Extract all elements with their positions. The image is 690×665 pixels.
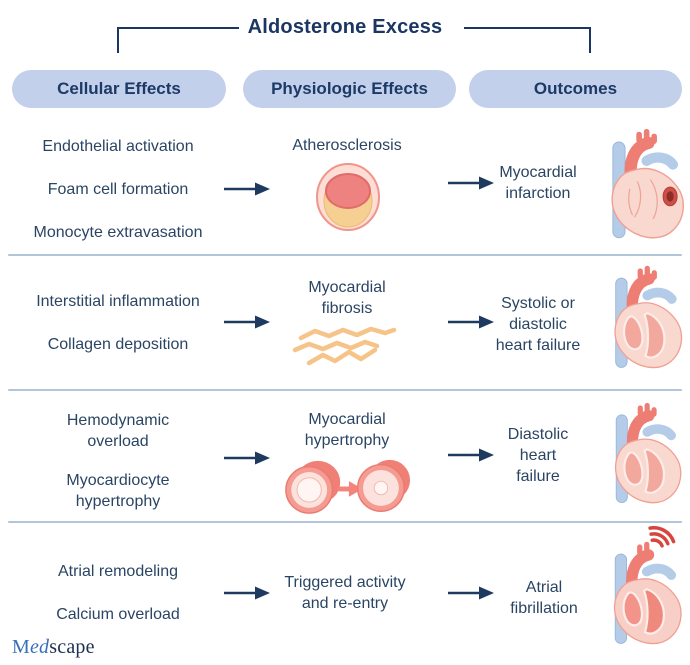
row-divider	[8, 389, 682, 391]
column-header-outcomes: Outcomes	[469, 70, 682, 108]
row-divider	[8, 521, 682, 523]
medscape-logo-scape: scape	[49, 636, 95, 658]
cellular-effect: Collagen deposition	[47, 336, 189, 353]
cellular-effect: Atrial remodeling	[57, 563, 179, 580]
row-divider	[8, 254, 682, 256]
right-arrow-icon	[224, 586, 270, 600]
vessel-hypertrophy-illustration	[285, 459, 411, 514]
cellular-effect: Myocardiocyte hypertrophy	[66, 472, 170, 510]
outcome-label: Myocardial infarction	[499, 164, 577, 202]
outcome-label: Systolic or diastolic heart failure	[495, 295, 581, 354]
outcome-label: Diastolic heart failure	[507, 426, 569, 485]
fibrosis-fibers-illustration	[292, 326, 397, 366]
title-bracket-right-line	[464, 27, 591, 29]
title-bracket-left-line	[117, 27, 239, 29]
physiologic-effect-label: Myocardial hypertrophy	[304, 411, 390, 449]
right-arrow-icon	[448, 448, 494, 462]
page-title: Aldosterone Excess	[247, 16, 443, 38]
physiologic-effect-label: Triggered activity and re-entry	[284, 574, 406, 612]
physiologic-effect-label: Myocardial fibrosis	[308, 279, 386, 317]
cellular-effect: Interstitial inflammation	[36, 293, 200, 310]
heart-cross-section-illustration	[614, 265, 683, 369]
medscape-logo: Medscape	[12, 636, 95, 659]
cellular-effect: Foam cell formation	[47, 181, 189, 198]
cellular-effect: Monocyte extravasation	[33, 224, 203, 241]
column-header-physiologic-effects: Physiologic Effects	[243, 70, 456, 108]
title-bracket-right-tick	[589, 27, 591, 53]
heart-atrial-fibrillation-illustration	[614, 526, 682, 645]
right-arrow-icon	[224, 451, 270, 465]
cellular-effect: Hemodynamic overload	[66, 412, 170, 450]
right-arrow-icon	[448, 586, 494, 600]
medscape-logo-med: Med	[12, 636, 50, 658]
right-arrow-icon	[448, 176, 494, 190]
column-header-cellular-effects: Cellular Effects	[12, 70, 226, 108]
physiologic-effect-label: Atherosclerosis	[292, 137, 402, 154]
outcome-label: Atrial fibrillation	[510, 579, 578, 617]
right-arrow-icon	[224, 182, 270, 196]
atherosclerotic-vessel-illustration	[316, 163, 380, 231]
cellular-effect: Calcium overload	[56, 606, 180, 623]
heart-myocardial-infarction-illustration	[611, 128, 684, 239]
right-arrow-icon	[224, 315, 270, 329]
cellular-effect: Endothelial activation	[42, 138, 194, 155]
right-arrow-icon	[448, 315, 494, 329]
heart-cross-section-illustration	[615, 402, 682, 504]
title-bracket-left-tick	[117, 27, 119, 53]
